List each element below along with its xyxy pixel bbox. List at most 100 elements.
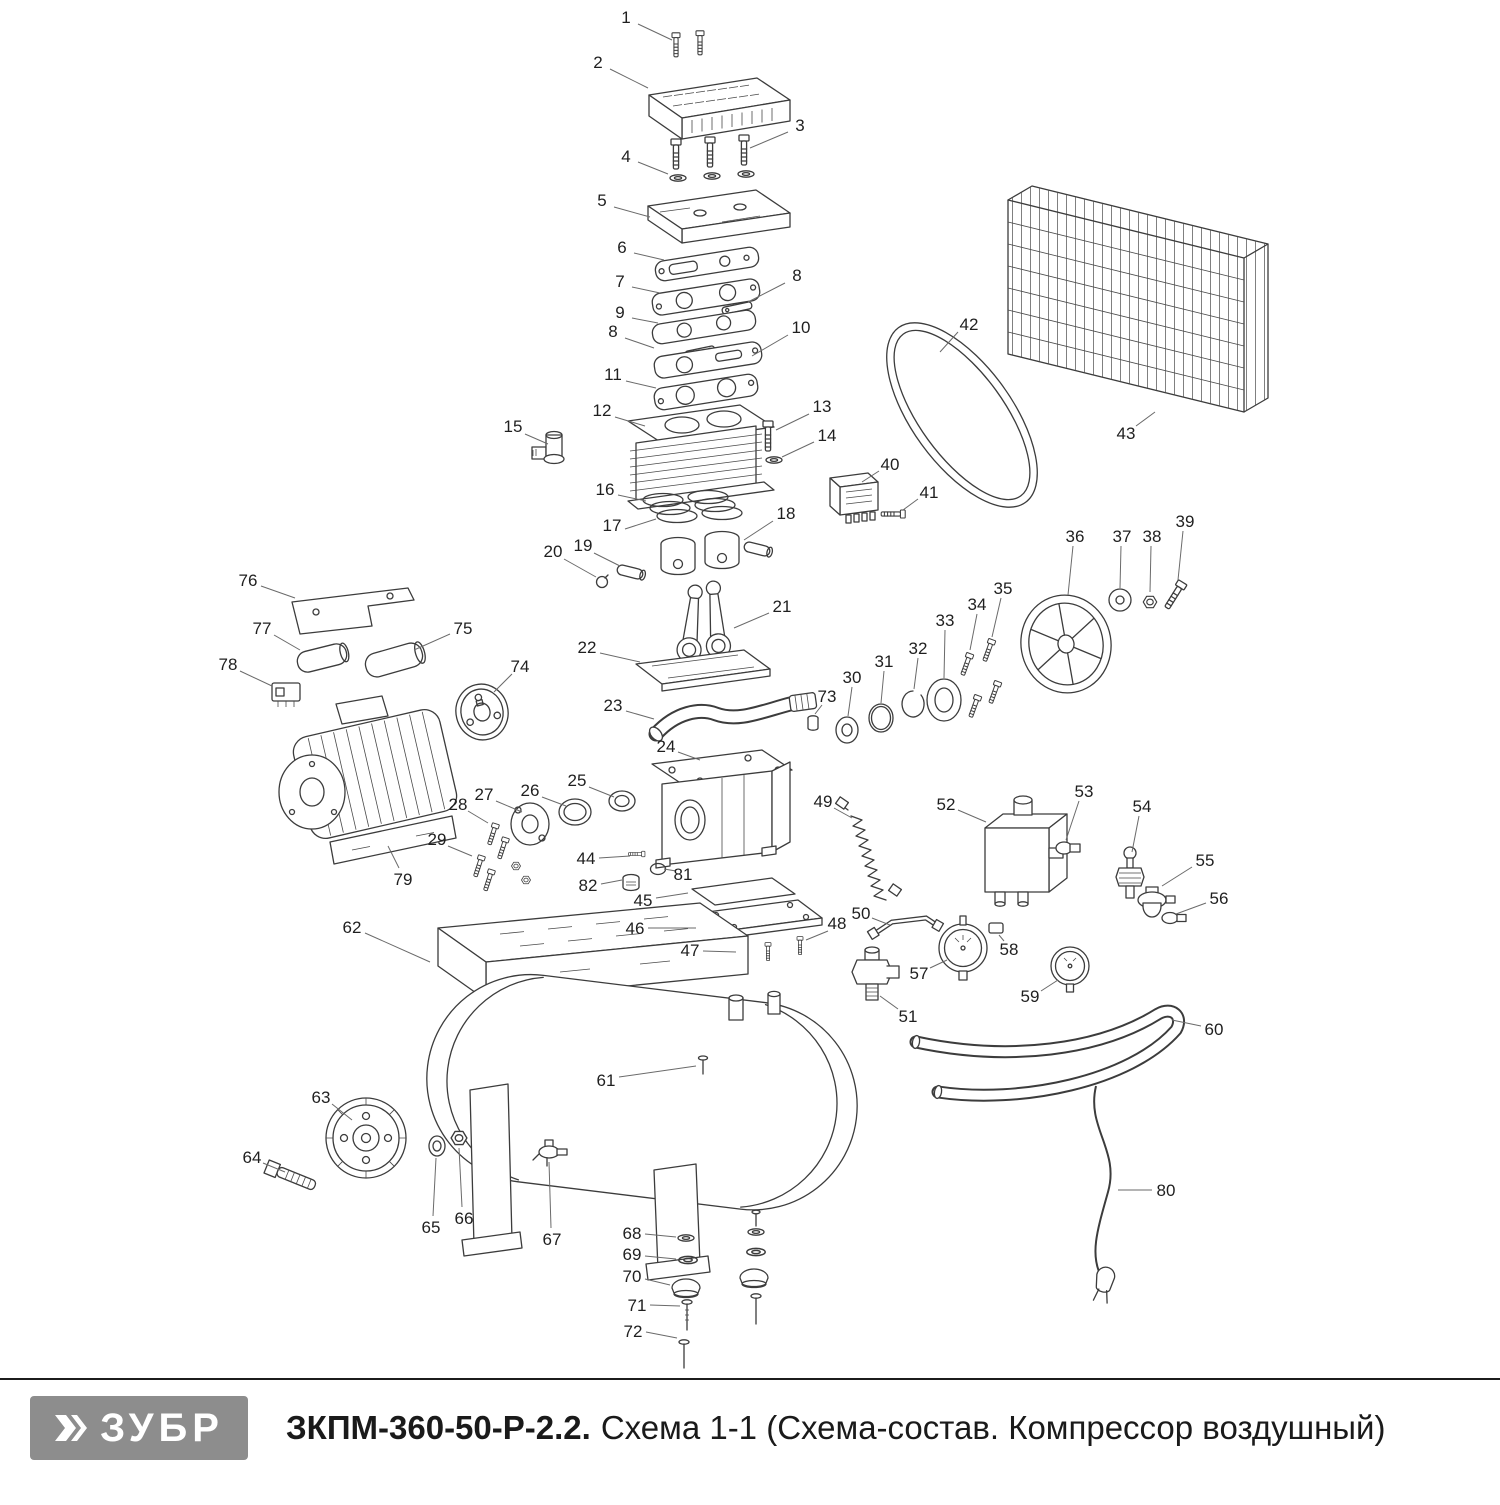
leader-line-68 (644, 1233, 677, 1238)
model-number: ЗКПМ-360-50-Р-2.2. (286, 1409, 591, 1446)
leader-line-43 (1135, 411, 1156, 427)
leader-line-41 (902, 498, 919, 511)
part-case-screws (471, 854, 531, 892)
part-cylinder-block (627, 404, 775, 510)
leader-line-38 (1149, 545, 1152, 593)
part-washer-65 (428, 1135, 446, 1157)
part-handle (909, 1004, 1186, 1102)
part-overload-switch (271, 682, 301, 707)
part-cylinder-head (647, 189, 791, 244)
leader-line-1 (637, 23, 673, 41)
part-number-43: 43 (1117, 424, 1136, 443)
part-fitting-56 (1161, 911, 1187, 925)
part-number-27: 27 (475, 785, 494, 804)
part-metal-tube (866, 915, 945, 941)
leader-line-14 (781, 441, 815, 458)
part-number-56: 56 (1210, 889, 1229, 908)
part-number-17: 17 (603, 516, 622, 535)
part-number-80: 80 (1157, 1181, 1176, 1200)
part-safety-valve (1115, 846, 1145, 899)
part-number-10: 10 (792, 318, 811, 337)
part-number-53: 53 (1075, 782, 1094, 801)
leader-line-47 (702, 950, 737, 953)
part-drive-belt (886, 322, 1038, 508)
leader-line-10 (751, 334, 789, 357)
leader-line-42 (939, 331, 959, 353)
part-number-62: 62 (343, 918, 362, 937)
part-number-9: 9 (615, 303, 624, 322)
leader-line-53 (1065, 800, 1080, 841)
part-number-30: 30 (843, 668, 862, 687)
leader-line-70 (644, 1278, 671, 1286)
part-number-54: 54 (1133, 797, 1152, 816)
leader-line-19 (593, 552, 621, 567)
leader-line-33 (943, 629, 946, 679)
part-number-12: 12 (593, 401, 612, 420)
part-bearing-screws (958, 637, 1003, 719)
part-bearing-33 (926, 678, 962, 722)
part-number-20: 20 (544, 542, 563, 561)
part-number-79: 79 (394, 870, 413, 889)
part-regulator (1137, 886, 1176, 918)
leader-line-11 (625, 380, 657, 389)
part-number-55: 55 (1196, 851, 1215, 870)
brand-name: ЗУБР (100, 1405, 224, 1450)
part-number-50: 50 (852, 904, 871, 923)
part-number-40: 40 (881, 455, 900, 474)
part-head-washers (669, 170, 755, 182)
part-number-39: 39 (1176, 512, 1195, 531)
leader-line-27 (495, 800, 523, 813)
part-foot-hardware (671, 1209, 769, 1369)
leader-line-20 (563, 558, 597, 578)
leader-line-30 (847, 686, 853, 717)
part-number-11: 11 (604, 365, 622, 384)
part-pin-circlip (595, 574, 609, 589)
leader-line-39 (1177, 530, 1184, 581)
part-screw-44 (628, 850, 646, 858)
part-gasket-middle (651, 309, 757, 345)
leader-line-12 (614, 416, 646, 427)
part-number-51: 51 (899, 1007, 918, 1026)
part-number-58: 58 (1000, 940, 1019, 959)
leader-line-73 (814, 704, 823, 715)
leader-line-15 (524, 433, 549, 445)
scheme-title: Схема 1-1 (Схема-состав. Компрессор возд… (600, 1409, 1386, 1446)
part-number-66: 66 (455, 1209, 474, 1228)
part-number-35: 35 (994, 579, 1013, 598)
leader-line-4 (637, 161, 669, 175)
leader-line-63 (331, 1103, 353, 1121)
leader-line-6 (633, 252, 665, 261)
part-number-45: 45 (634, 891, 653, 910)
part-number-1: 1 (621, 8, 630, 27)
part-piston-pin (616, 564, 647, 581)
part-circlip-32 (901, 690, 925, 718)
leader-line-28 (467, 810, 489, 824)
part-number-52: 52 (937, 795, 956, 814)
part-check-valve (851, 946, 900, 1001)
part-number-49: 49 (814, 792, 833, 811)
leader-line-44 (598, 855, 631, 859)
leader-line-7 (631, 286, 661, 294)
leader-line-50 (871, 917, 891, 926)
part-o-ring-26 (558, 798, 592, 826)
leader-line-78 (239, 670, 273, 687)
part-number-14: 14 (818, 426, 837, 445)
part-number-7: 7 (615, 272, 624, 291)
leader-line-9 (631, 317, 659, 324)
leader-line-75 (413, 633, 451, 651)
leader-line-79 (387, 845, 400, 869)
part-power-cord (1092, 1085, 1116, 1304)
part-number-78: 78 (219, 655, 238, 674)
part-axle-bolt (263, 1159, 317, 1191)
leader-line-32 (913, 657, 919, 690)
part-number-59: 59 (1021, 987, 1040, 1006)
leader-line-54 (1131, 815, 1140, 853)
leader-line-8 (624, 337, 655, 349)
part-head-gasket-upper (654, 246, 760, 282)
part-seal-30 (835, 716, 859, 744)
leader-line-21 (733, 612, 770, 629)
part-number-8: 8 (792, 266, 801, 285)
part-capacitor-small (296, 642, 350, 673)
part-number-26: 26 (521, 781, 540, 800)
leader-line-18 (743, 520, 774, 541)
